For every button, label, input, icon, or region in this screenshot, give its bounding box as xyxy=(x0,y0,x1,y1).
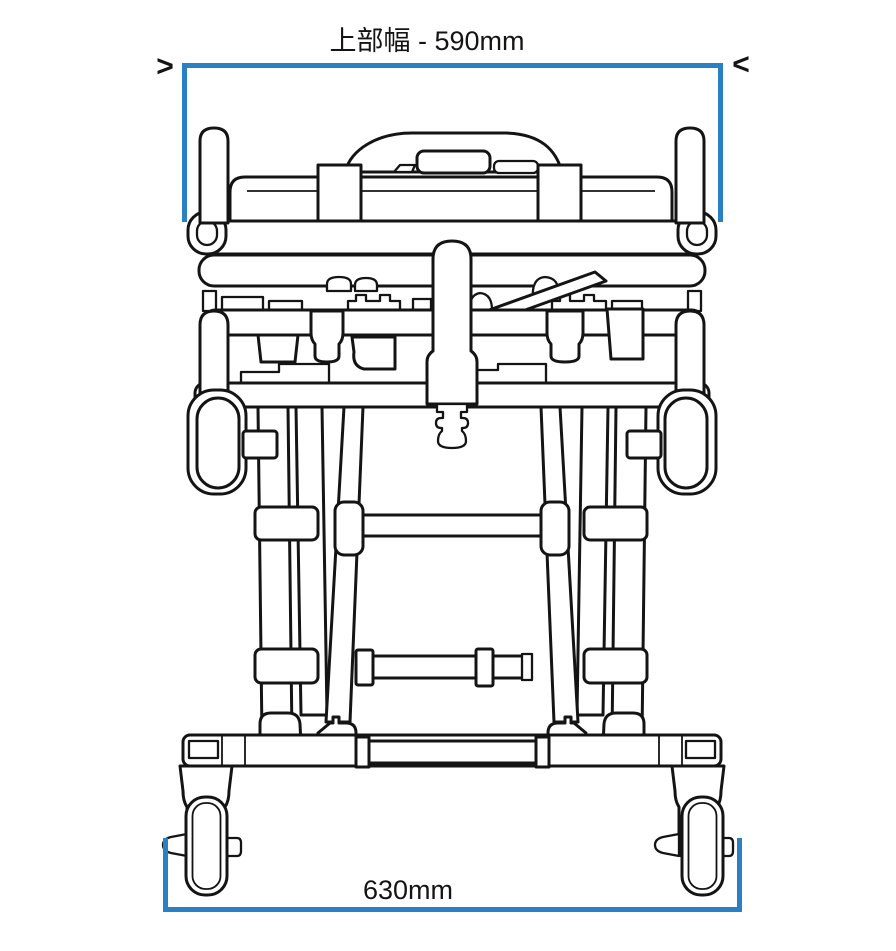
small-box xyxy=(492,159,540,175)
brake-tab-right-outer xyxy=(653,832,681,858)
center-knob xyxy=(434,402,470,450)
slider-clamp-left-1 xyxy=(253,505,320,542)
post-ring-left-inner xyxy=(195,219,219,247)
dimension-bottom: 630mm xyxy=(163,838,742,912)
leg-right-outer-b xyxy=(575,405,610,717)
mechanism xyxy=(193,239,711,450)
side-post-left xyxy=(198,126,230,225)
slider-clamp-right-2 xyxy=(582,647,649,685)
cross-bar-lower-collar xyxy=(474,647,495,688)
load-wheel-left-tab xyxy=(241,429,279,460)
wheel-left-inner xyxy=(191,802,222,890)
hanger-bottle-left xyxy=(309,309,345,364)
side-post-right xyxy=(674,126,706,225)
cross-bar-lower-plate xyxy=(354,648,375,687)
casters xyxy=(161,764,735,897)
hanger-bottle-right xyxy=(545,309,585,364)
load-wheel-left xyxy=(195,396,241,490)
control-box xyxy=(415,149,492,175)
load-wheel-right-tab xyxy=(625,429,663,460)
base-step-left xyxy=(187,739,220,760)
right-arrow-glyph: < xyxy=(732,48,750,81)
cross-bar-lower xyxy=(370,654,527,680)
brake-tab-left-inner xyxy=(223,836,243,858)
post-ring-right-inner xyxy=(685,219,709,247)
undercarriage xyxy=(161,388,735,897)
base-center-tube xyxy=(367,739,538,765)
slider-clamp-left-2 xyxy=(253,647,320,685)
wheel-right xyxy=(680,795,725,897)
legs xyxy=(256,405,648,739)
cross-bar-upper-sleeve-left xyxy=(333,500,365,557)
release-handle-column xyxy=(425,239,479,406)
carrier-post-right xyxy=(674,309,706,398)
strap-loop-2 xyxy=(353,276,379,293)
bottom-dimension-bracket xyxy=(163,838,742,912)
top-dimension-label: 上部幅 - 590mm xyxy=(329,26,524,56)
cross-bars xyxy=(253,500,649,688)
dimension-top: > < 上部幅 - 590mm xyxy=(156,26,750,222)
handle-posts xyxy=(198,126,706,225)
slider-clamp-right-1 xyxy=(582,505,649,542)
mid-step-right xyxy=(466,362,548,385)
base-seams xyxy=(221,735,683,766)
wheel-left xyxy=(184,795,229,897)
end-plate-left xyxy=(201,289,218,313)
cross-bar-upper-sleeve-right xyxy=(539,500,571,557)
bottom-dimension-label: 630mm xyxy=(363,875,453,905)
left-arrow-glyph: > xyxy=(156,50,174,83)
load-wheel-right xyxy=(663,396,709,490)
headrest-slant-detail xyxy=(392,163,417,174)
hanger-block-left xyxy=(256,333,300,364)
cross-bar-upper xyxy=(358,513,546,538)
cross-bar-lower-cap xyxy=(520,652,534,682)
wheel-right-inner xyxy=(687,802,718,890)
end-plate-right xyxy=(686,289,703,313)
top-dimension-bracket xyxy=(182,63,723,222)
notched-bracket-right xyxy=(550,293,608,313)
hanger-block-right xyxy=(605,307,645,361)
mid-step-left xyxy=(239,362,331,385)
base-step-right xyxy=(684,739,717,760)
strap-loop-1 xyxy=(325,275,353,293)
side-bumpers xyxy=(186,388,718,496)
carrier-post-left xyxy=(198,309,230,398)
base-collar-left xyxy=(354,735,371,769)
leg-right-inner xyxy=(539,405,580,724)
base-collar-right xyxy=(534,735,551,769)
base-frame xyxy=(181,733,723,769)
notched-bracket-left xyxy=(346,293,402,313)
hanger-curve-left xyxy=(350,335,397,371)
